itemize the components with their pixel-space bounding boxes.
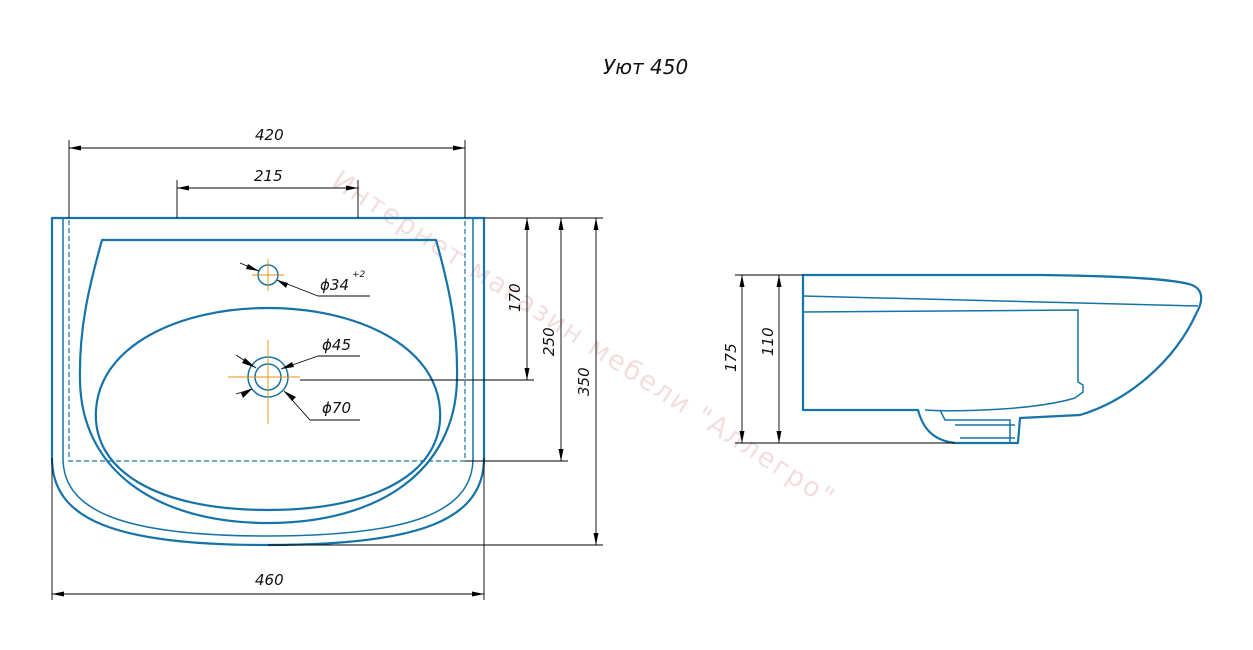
side-outer-profile [801, 273, 1203, 445]
dim-250-arrow-top [558, 218, 564, 230]
dim-d34-arrow-right [277, 280, 288, 288]
dim-460-arrow-right [472, 591, 484, 597]
dim-250-label: 250 [540, 327, 558, 356]
side-dim-175-arrow-bottom [739, 431, 745, 443]
side-view: 175 110 [722, 273, 1203, 445]
side-inner-body [802, 309, 1084, 412]
dim-420-label: 420 [255, 126, 284, 144]
dim-d70-leader-in [235, 388, 253, 395]
dim-215-arrow-left [177, 185, 189, 191]
dim-460-arrow-left [52, 591, 64, 597]
dim-d45-label: ϕ45 [322, 336, 351, 354]
dim-170-label: 170 [506, 283, 524, 312]
side-dim-110-arrow-top [776, 275, 782, 287]
dim-170-arrow-bottom [524, 368, 530, 380]
side-dim-175-label: 175 [722, 343, 740, 372]
dim-d70-label: ϕ70 [322, 399, 351, 417]
dim-d45-arrow-out [281, 362, 294, 369]
basin-bowl [94, 306, 442, 512]
front-view: 420 215 460 170 250 350 [50, 126, 603, 600]
dim-460-label: 460 [255, 571, 284, 589]
drawing-title: Уют 450 [603, 55, 688, 79]
side-drain [939, 409, 1011, 443]
dim-350-arrow-top [593, 218, 599, 230]
dim-170-arrow-top [524, 218, 530, 230]
dim-420-arrow-right [453, 145, 465, 151]
dim-350-arrow-bottom [593, 533, 599, 545]
dim-d70-arrow-in [241, 389, 252, 398]
dim-d70-arrow-out [284, 391, 296, 401]
front-rim-line-left [62, 218, 474, 537]
side-dim-175-arrow-top [739, 275, 745, 287]
front-hidden-lines [68, 220, 466, 462]
dim-215-label: 215 [254, 167, 283, 185]
dim-d34-tolerance: +2 [352, 270, 366, 280]
basin-rim [78, 238, 459, 525]
dim-350-label: 350 [575, 367, 593, 396]
side-dim-110-label: 110 [759, 327, 777, 356]
dim-d34-arrow-left [246, 264, 259, 271]
dim-250-arrow-bottom [558, 449, 564, 461]
side-dim-110-arrow-bottom [776, 431, 782, 443]
dim-420-arrow-left [69, 145, 81, 151]
dim-215-arrow-right [346, 185, 358, 191]
dim-d45-arrow-in [242, 358, 256, 368]
side-slab-line [802, 295, 1199, 307]
dim-d34-label: ϕ34 [320, 276, 349, 294]
